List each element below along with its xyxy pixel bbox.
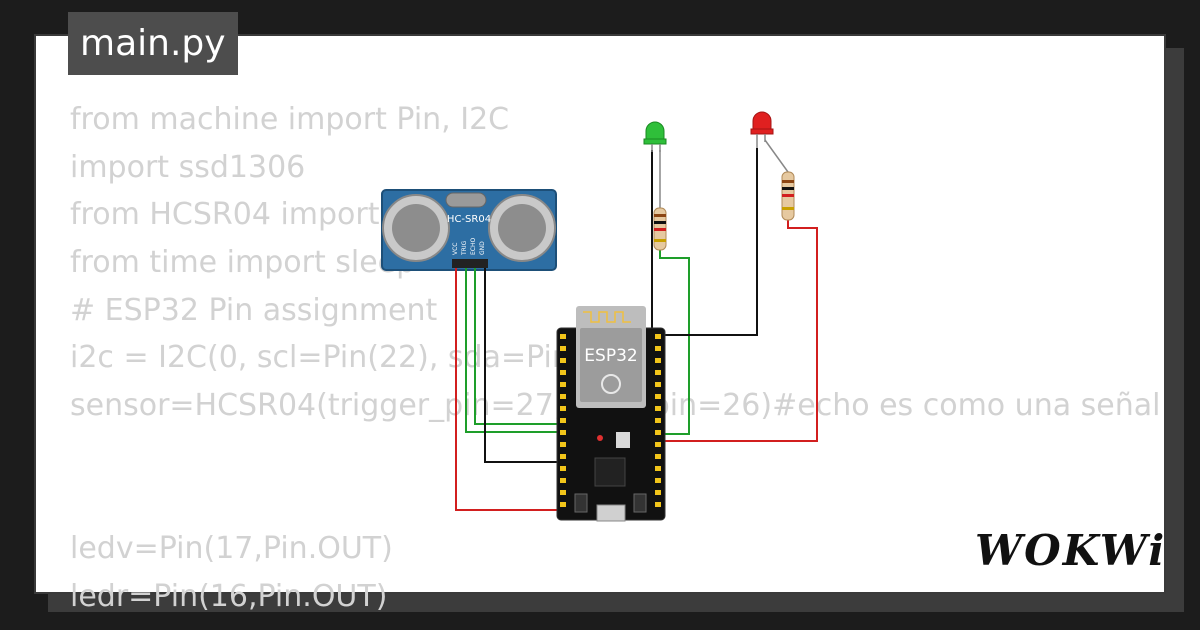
sensor-pin-label: TRIG [461, 240, 468, 256]
code-line: ledr=Pin(16,Pin.OUT) [70, 578, 388, 614]
wire-trig [465, 268, 562, 433]
code-line: from time import sleep [70, 245, 416, 281]
board-label: ESP32 [584, 346, 637, 366]
led-red[interactable] [750, 111, 774, 148]
wire-led-red [660, 220, 818, 442]
wire-gnd [484, 268, 562, 463]
wire-led-green [659, 250, 690, 435]
code-line: from machine import Pin, I2C [70, 102, 510, 137]
wires [455, 139, 818, 511]
code-line: sensor=HCSR04(trigger_pin=27,echo_pin=26… [70, 388, 1161, 424]
wire-echo [474, 268, 562, 425]
esp32-board[interactable]: ESP32 [556, 306, 666, 522]
wokwi-logo: WOKWi [975, 526, 1167, 575]
code-line: import ssd1306 [70, 149, 306, 185]
code-line: ledv=Pin(17,Pin.OUT) [70, 531, 393, 567]
sensor-pin-label: VCC [452, 243, 459, 255]
sensor-pin-label: GND [479, 241, 486, 255]
file-tab[interactable]: main.py [68, 12, 238, 75]
ultrasonic-sensor[interactable]: HC-SR04 VCC TRIG ECHO GND [381, 189, 557, 271]
resistor-red[interactable] [781, 171, 795, 221]
code-line: # ESP32 Pin assignment [70, 292, 438, 328]
sensor-label: HC-SR04 [447, 214, 491, 225]
led-green[interactable] [643, 121, 667, 152]
wire-led-red-cathode [660, 148, 758, 336]
resistor-green[interactable] [653, 207, 667, 251]
sensor-pin-label: ECHO [470, 238, 477, 255]
wire-vcc [455, 268, 560, 511]
